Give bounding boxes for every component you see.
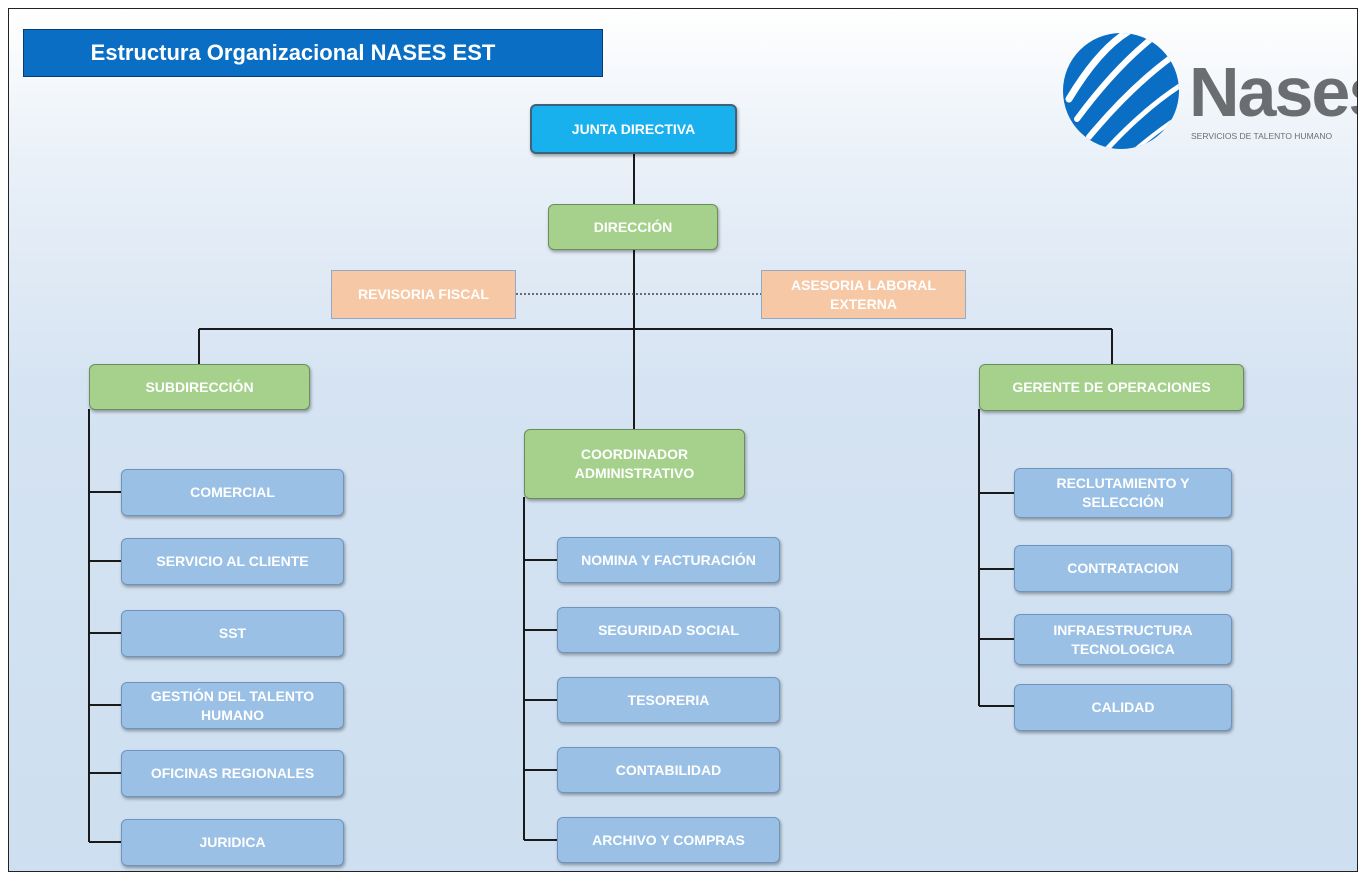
unit-contratacion: CONTRATACION: [1014, 545, 1232, 592]
unit-gestion-talento-humano: GESTIÓN DEL TALENTO HUMANO: [121, 682, 344, 729]
node-gerente-operaciones: GERENTE DE OPERACIONES: [979, 364, 1244, 411]
unit-archivo-compras: ARCHIVO Y COMPRAS: [557, 817, 780, 863]
node-direccion: DIRECCIÓN: [548, 204, 718, 250]
unit-seguridad-social: SEGURIDAD SOCIAL: [557, 607, 780, 653]
unit-servicio-al-cliente: SERVICIO AL CLIENTE: [121, 538, 344, 585]
connector-lines: [88, 152, 1113, 843]
unit-juridica: JURIDICA: [121, 819, 344, 866]
unit-tesoreria: TESORERIA: [557, 677, 780, 723]
chart-title: Estructura Organizacional NASES EST: [23, 29, 603, 77]
unit-nomina-facturacion: NOMINA Y FACTURACIÓN: [557, 537, 780, 583]
unit-infraestructura-tecnologica: INFRAESTRUCTURA TECNOLOGICA: [1014, 614, 1232, 665]
node-subdireccion: SUBDIRECCIÓN: [89, 364, 310, 410]
unit-reclutamiento-seleccion: RECLUTAMIENTO Y SELECCIÓN: [1014, 468, 1232, 518]
logo-tagline: SERVICIOS DE TALENTO HUMANO: [1191, 131, 1333, 141]
logo-wordmark: Nases: [1189, 53, 1357, 131]
nases-logo: Nases SERVICIOS DE TALENTO HUMANO: [1059, 29, 1357, 159]
unit-contabilidad: CONTABILIDAD: [557, 747, 780, 793]
unit-comercial: COMERCIAL: [121, 469, 344, 516]
node-junta-directiva: JUNTA DIRECTIVA: [530, 104, 737, 154]
unit-calidad: CALIDAD: [1014, 684, 1232, 731]
node-revisoria-fiscal: REVISORIA FISCAL: [331, 270, 516, 319]
node-asesoria-laboral: ASESORIA LABORAL EXTERNA: [761, 270, 966, 319]
unit-sst: SST: [121, 610, 344, 657]
org-chart-canvas: Estructura Organizacional NASES EST Nase…: [8, 8, 1358, 872]
unit-oficinas-regionales: OFICINAS REGIONALES: [121, 750, 344, 797]
nases-globe-icon: [1063, 33, 1179, 149]
node-coordinador-administrativo: COORDINADOR ADMINISTRATIVO: [524, 429, 745, 499]
